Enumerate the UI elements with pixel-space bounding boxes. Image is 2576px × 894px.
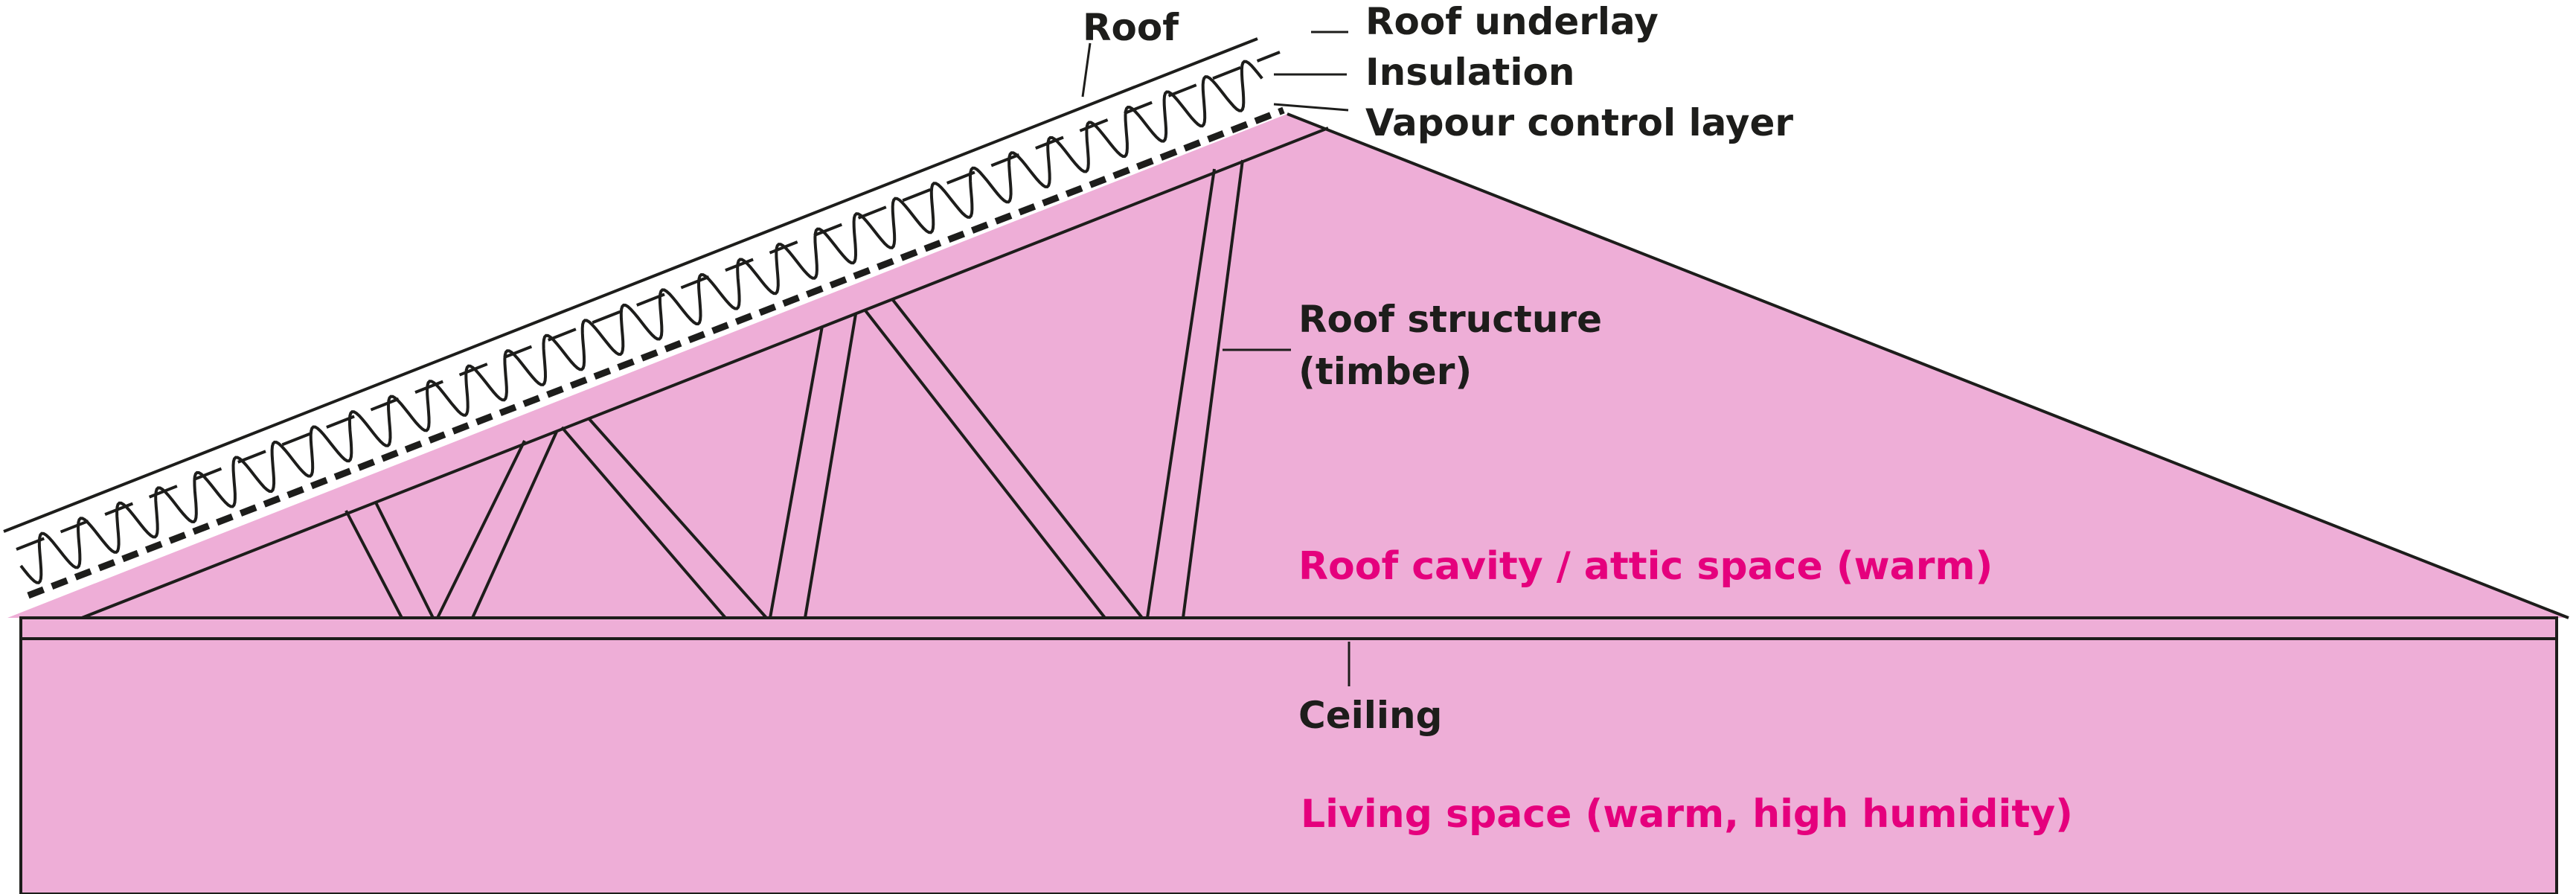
vapour-control-layer-line <box>27 106 1285 599</box>
attic-space-area <box>7 114 2569 618</box>
leader-lines <box>1081 31 1351 686</box>
insulation-label: Insulation <box>1365 51 1575 94</box>
roof-label: Roof <box>1083 6 1179 49</box>
living-space-area <box>19 637 2558 894</box>
vapour-control-layer-leader <box>1273 103 1349 112</box>
roof-outer-line <box>3 37 1258 533</box>
roof-underlay-line <box>16 51 1281 551</box>
ceiling-label: Ceiling <box>1298 694 1443 737</box>
truss-web-members <box>345 159 1244 619</box>
right-roof-slope <box>1287 112 2569 619</box>
roof-leader <box>1081 42 1092 98</box>
roof-cavity-label: Roof cavity / attic space (warm) <box>1298 544 1993 589</box>
truss-top-chord <box>81 127 1329 619</box>
roof-structure-sublabel: (timber) <box>1298 350 1473 393</box>
insulation-wave <box>19 60 1263 584</box>
living-space-label: Living space (warm, high humidity) <box>1301 792 2073 837</box>
ceiling-board <box>19 616 2558 640</box>
vapour-control-layer-label: Vapour control layer <box>1365 101 1794 144</box>
roof-underlay-label: Roof underlay <box>1365 0 1659 43</box>
roof-structure-label: Roof structure <box>1298 298 1602 341</box>
